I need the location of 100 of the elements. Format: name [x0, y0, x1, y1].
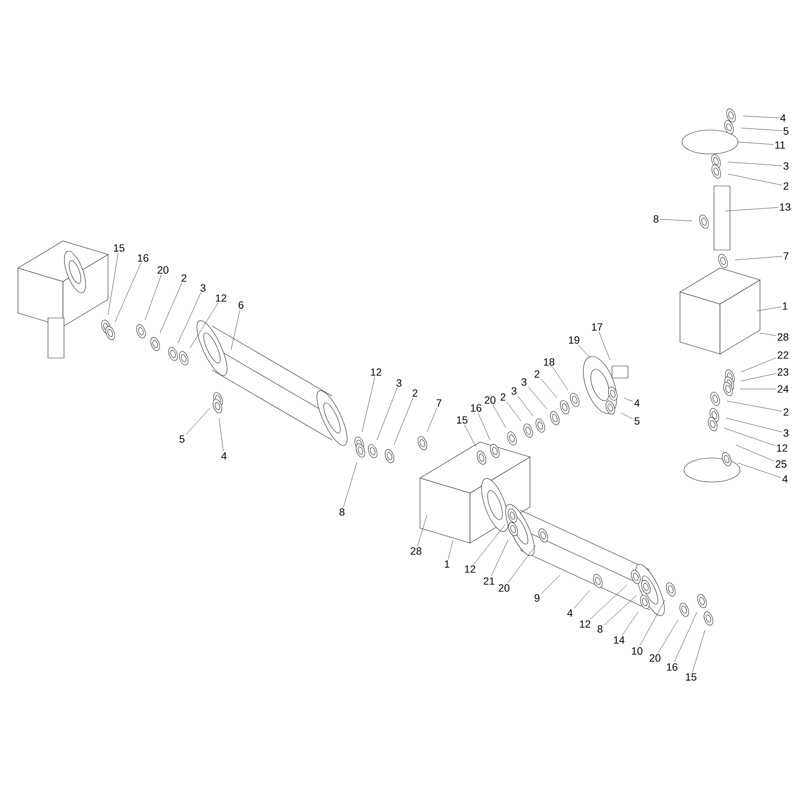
callout-number: 28 [778, 333, 788, 341]
callout-number: 13 [780, 203, 790, 211]
callout-number: 2 [784, 182, 788, 190]
callout-number: 15 [686, 673, 696, 681]
callout-number: 7 [436, 399, 442, 407]
callout-number: 4 [567, 609, 573, 617]
callout-number: 16 [666, 663, 678, 671]
callout-number: 3 [783, 429, 788, 437]
callout-number: 12 [464, 565, 476, 573]
leader-line [160, 282, 182, 334]
callout-number: 19 [568, 336, 580, 344]
leader-line [108, 252, 118, 316]
leader-line [362, 376, 376, 432]
leader-line [738, 142, 774, 145]
leader-line [186, 408, 210, 435]
leader-line [552, 366, 568, 390]
callout-number: 22 [778, 351, 788, 359]
leader-line [740, 388, 776, 390]
callout-number: 6 [238, 301, 244, 309]
leader-line [622, 612, 638, 636]
leader-line [726, 418, 782, 432]
callout-number: 3 [521, 378, 526, 386]
leader-line [540, 378, 558, 398]
callout-number: 12 [370, 368, 382, 376]
leader-line [658, 620, 678, 654]
leader-line [218, 418, 224, 452]
leader-line [726, 400, 782, 412]
callout-number: 20 [158, 266, 168, 274]
callout-number: 3 [511, 387, 516, 395]
callout-number: 12 [580, 620, 590, 628]
callout-number: 24 [778, 385, 789, 393]
callout-number: 8 [654, 215, 658, 223]
leader-line [528, 386, 548, 410]
leader-line [540, 574, 560, 594]
callout-number: 5 [180, 435, 184, 443]
callout-number: 16 [138, 254, 148, 262]
leader-line [736, 444, 774, 462]
callout-number: 20 [650, 654, 660, 662]
leader-line [190, 302, 218, 348]
callout-number: 5 [784, 127, 788, 135]
callout-number: 15 [114, 244, 124, 252]
callout-number: 12 [216, 294, 226, 302]
callout-number: 9 [534, 594, 540, 602]
leader-line [343, 462, 358, 508]
callout-number: 12 [776, 444, 788, 452]
callout-number: 21 [484, 577, 494, 585]
callout-number: 1 [444, 560, 450, 568]
callout-number: 2 [784, 408, 788, 416]
leader-line [144, 274, 162, 320]
callout-number: 23 [778, 368, 788, 376]
leader-line [738, 462, 782, 478]
leader-line [590, 584, 628, 620]
leader-line [507, 544, 536, 584]
callout-number: 8 [340, 508, 344, 516]
leader-line [517, 396, 534, 416]
callout-number: 1 [782, 302, 788, 310]
leader-line [230, 310, 240, 350]
callout-number: 4 [780, 114, 786, 122]
leader-line [734, 256, 782, 260]
leader-line [417, 514, 428, 546]
callout-number: 4 [221, 452, 227, 460]
callout-number: 20 [484, 396, 496, 404]
leader-line [624, 398, 634, 402]
leader-line [760, 332, 776, 336]
leader-line [620, 412, 634, 420]
callout-number: 11 [775, 141, 785, 149]
leader-line [639, 600, 666, 646]
leader-line [492, 404, 506, 428]
callout-number: 28 [410, 547, 422, 555]
callout-number: 3 [783, 162, 788, 170]
leader-line [740, 373, 776, 382]
leader-line [724, 428, 776, 446]
leader-line [674, 612, 698, 662]
callout-number: 18 [544, 358, 554, 366]
leader-line [728, 174, 782, 186]
leader-line [692, 630, 706, 672]
callout-number: 8 [598, 625, 602, 633]
leader-line [506, 402, 522, 422]
leader-line [178, 292, 202, 344]
leader-line [740, 358, 776, 372]
callout-number: 15 [456, 416, 468, 424]
callout-number: 2 [500, 393, 506, 401]
callout-number: 4 [634, 399, 640, 407]
leader-line [114, 262, 142, 322]
leader-line [478, 412, 490, 440]
callout-number: 16 [470, 404, 482, 412]
callout-number: 7 [784, 252, 788, 260]
callout-number: 3 [200, 284, 206, 292]
callout-number: 2 [182, 274, 186, 282]
leader-line [474, 524, 506, 564]
leader-line [426, 407, 438, 432]
leader-line [756, 306, 782, 312]
leader-line [598, 331, 610, 360]
leader-line [724, 207, 778, 212]
leader-line [448, 540, 454, 560]
leader-line [491, 540, 508, 576]
leader-line [742, 116, 780, 118]
leader-line [394, 398, 414, 446]
leader-line [740, 128, 782, 131]
leader-line [660, 219, 692, 222]
